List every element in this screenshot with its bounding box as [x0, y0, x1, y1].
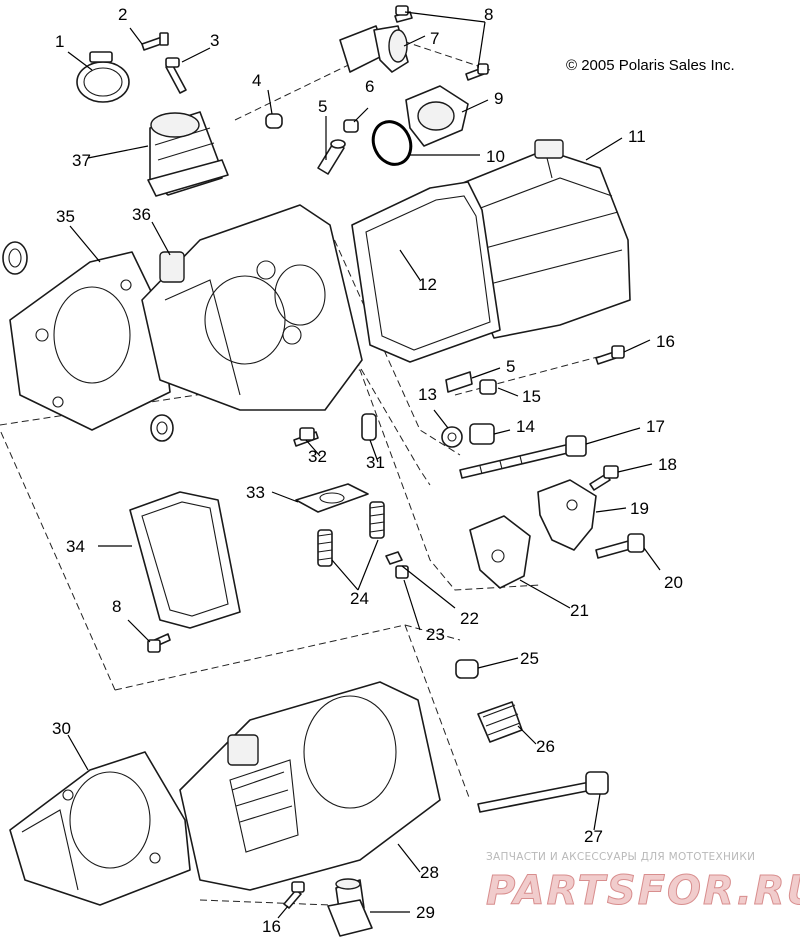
part-4-dowel-pin: [265, 113, 283, 129]
part-35-seal-small: [2, 241, 28, 275]
part-5-tube-upper: [317, 139, 346, 175]
callout-27: 27: [584, 827, 603, 846]
part-35-head-gasket: [9, 251, 171, 431]
watermark: ЗАПЧАСТИ И АКСЕССУАРЫ ДЛЯ МОТОТЕХНИКИ PA…: [486, 851, 800, 915]
part-10-o-ring: [371, 120, 413, 166]
part-17-stud: [459, 435, 587, 479]
part-22-clip: [385, 551, 403, 565]
part-15-nut: [479, 379, 497, 395]
part-37-intake-boot: [147, 111, 229, 197]
callout-18: 18: [658, 455, 677, 474]
part-8-bolt-lower: [147, 633, 171, 653]
callout-26: 26: [536, 737, 555, 756]
callout-21: 21: [570, 601, 589, 620]
part-29-fitting: [327, 878, 373, 937]
part-8-bolt-top: [394, 5, 489, 81]
callout-23: 23: [426, 625, 445, 644]
callout-11: 11: [628, 127, 646, 146]
callout-36: 36: [132, 205, 151, 224]
callout-32: 32: [308, 447, 327, 466]
callout-17: 17: [646, 417, 665, 436]
part-26-sleeve: [477, 701, 523, 743]
part-7-outlet-elbow: [339, 25, 409, 73]
callout-13: 13: [418, 385, 437, 404]
callout-8-lower: 8: [112, 597, 121, 616]
part-3-bolt: [165, 57, 187, 94]
callout-16-lower: 16: [262, 917, 281, 936]
callout-30: 30: [52, 719, 71, 738]
part-33-gasket: [295, 483, 369, 513]
part-36-cylinder-head: [141, 204, 363, 411]
callout-3: 3: [210, 31, 219, 50]
callout-29: 29: [416, 903, 435, 922]
part-21-bracket: [469, 515, 531, 589]
callout-15: 15: [522, 387, 541, 406]
part-36-seal-small: [150, 414, 174, 442]
callout-5-lower: 5: [506, 357, 515, 376]
part-23-retainer: [395, 565, 409, 579]
callout-2: 2: [118, 5, 127, 24]
callout-34: 34: [66, 537, 85, 556]
part-24-springs: [317, 501, 385, 567]
part-19-bracket: [537, 479, 597, 551]
callout-37: 37: [72, 151, 91, 170]
part-18-bolt: [589, 465, 619, 491]
leader-lines: [67, 11, 661, 919]
part-32-bolt: [293, 427, 319, 447]
part-25-dowel: [455, 659, 479, 679]
part-28-cylinder: [179, 681, 441, 891]
part-14-plug: [469, 423, 495, 445]
part-31-sleeve: [361, 413, 377, 441]
callout-10: 10: [486, 147, 505, 166]
callout-22: 22: [460, 609, 479, 628]
callout-8-upper: 8: [484, 5, 493, 24]
part-20-bolt: [595, 533, 645, 559]
part-16-bolt-upper: [595, 345, 625, 365]
part-5-tube-lower: [445, 371, 473, 393]
callout-12: 12: [418, 275, 437, 294]
callout-28: 28: [420, 863, 439, 882]
part-30-base-gasket: [9, 751, 191, 906]
part-6-nut: [343, 119, 359, 133]
part-9-thermostat-housing: [405, 85, 469, 147]
callout-4: 4: [252, 71, 261, 90]
part-27-long-bolt: [477, 771, 609, 813]
callout-14: 14: [516, 417, 535, 436]
callout-24: 24: [350, 589, 369, 608]
part-2-bolt: [141, 32, 169, 51]
callout-16-upper: 16: [656, 332, 675, 351]
callout-6: 6: [365, 77, 374, 96]
callout-25: 25: [520, 649, 539, 668]
callout-7: 7: [430, 29, 439, 48]
part-34-gasket: [129, 491, 241, 629]
part-11-valve-cover: [457, 139, 631, 339]
part-1-hose-clamp: [76, 51, 130, 103]
watermark-tagline: ЗАПЧАСТИ И АКСЕССУАРЫ ДЛЯ МОТОТЕХНИКИ: [486, 851, 755, 863]
part-12-valve-cover-gasket: [351, 181, 501, 363]
callout-31: 31: [366, 453, 385, 472]
copyright-notice: © 2005 Polaris Sales Inc.: [566, 57, 735, 74]
callout-19: 19: [630, 499, 649, 518]
watermark-brand: PARTSFOR.RU: [486, 868, 800, 914]
part-13-washer: [441, 426, 463, 448]
callout-5-upper: 5: [318, 97, 327, 116]
callout-labels: 1 2 3 4 5 5 6 7 8 8 9 10 11 12 13 14 15 …: [52, 5, 683, 936]
callout-33: 33: [246, 483, 265, 502]
callout-9: 9: [494, 89, 503, 108]
callout-35: 35: [56, 207, 75, 226]
callout-20: 20: [664, 573, 683, 592]
callout-1: 1: [55, 32, 64, 51]
